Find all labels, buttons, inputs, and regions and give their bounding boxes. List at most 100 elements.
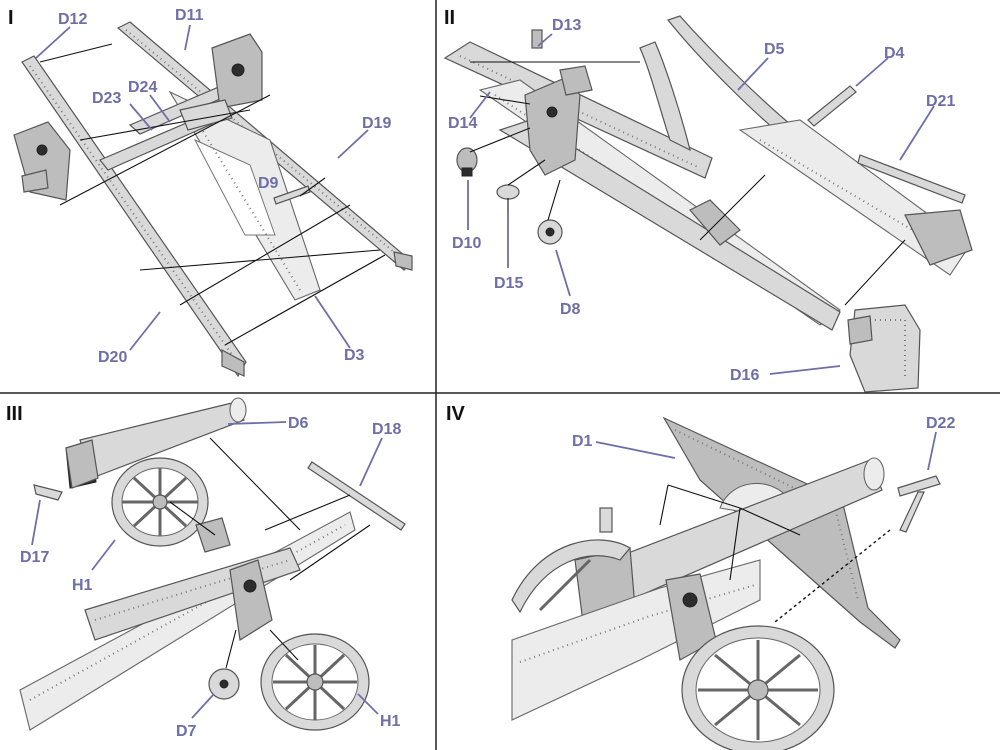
part-d22 <box>897 475 941 497</box>
guide-line <box>169 501 216 536</box>
label-d7: D7 <box>176 723 197 740</box>
part-d13 <box>531 29 543 49</box>
label-d8: D8 <box>560 301 581 318</box>
leader-d12 <box>35 26 71 59</box>
guide-line <box>209 437 301 531</box>
leader-h1-upper <box>91 539 116 571</box>
guide-line <box>59 94 271 206</box>
label-d24: D24 <box>128 79 157 96</box>
leader-d14 <box>469 91 491 119</box>
leader-d3 <box>314 295 351 349</box>
rod-d18 <box>307 461 406 531</box>
part-d17 <box>33 484 63 501</box>
label-d14: D14 <box>448 115 477 132</box>
wheel-right <box>681 625 835 750</box>
handwheel-d7 <box>208 668 240 700</box>
leader-d13 <box>537 33 553 47</box>
label-d12: D12 <box>58 11 87 28</box>
guide-line <box>225 629 237 669</box>
leader-d20 <box>129 311 161 351</box>
label-d6: D6 <box>288 415 309 432</box>
label-d15: D15 <box>494 275 523 292</box>
guide-line <box>79 109 251 141</box>
panel-2: II <box>443 7 973 393</box>
label-d5: D5 <box>764 41 785 58</box>
leader-d7 <box>191 693 215 719</box>
leader-d23 <box>129 103 153 131</box>
leader-d4 <box>855 57 889 87</box>
guide-line <box>139 249 381 271</box>
label-d21: D21 <box>926 93 955 110</box>
wheel-left <box>511 539 631 614</box>
leader-d24 <box>149 94 171 123</box>
part-d9 <box>273 185 311 205</box>
leader-h1-lower <box>357 693 379 715</box>
leader-d5 <box>737 57 769 91</box>
leader-d11 <box>184 24 191 51</box>
spade-d16 <box>847 304 921 393</box>
leader-d19 <box>337 129 369 159</box>
guide-line <box>224 254 386 346</box>
label-d3: D3 <box>344 347 365 364</box>
guide-line <box>547 179 561 221</box>
part-d22-stem <box>899 491 925 533</box>
label-d18: D18 <box>372 421 401 438</box>
guide-line <box>729 507 741 581</box>
guide-line <box>659 484 669 526</box>
guide-line <box>479 95 531 105</box>
guide-line <box>264 494 351 531</box>
carriage-assembly <box>19 511 356 731</box>
leader-d1 <box>595 441 676 459</box>
label-d17: D17 <box>20 549 49 566</box>
handwheel-d10 <box>456 147 478 177</box>
rod-d21 <box>857 154 966 204</box>
guide-line <box>469 127 531 153</box>
label-h1-lower: H1 <box>380 713 401 730</box>
label-d20: D20 <box>98 349 127 366</box>
panel-1: I <box>8 7 413 378</box>
guide-line-dashed <box>774 529 891 623</box>
guide-line <box>739 507 801 536</box>
rod-d4 <box>807 85 857 127</box>
carriage-body <box>511 559 761 721</box>
guide-line <box>667 484 741 509</box>
guide-line <box>179 204 351 306</box>
disc-d15 <box>496 184 520 212</box>
label-d23: D23 <box>92 90 121 107</box>
wheel-h1-lower <box>260 633 370 731</box>
elevation-bracket-left <box>13 121 71 201</box>
label-d11: D11 <box>175 7 204 24</box>
trail-assembly <box>443 41 841 331</box>
leader-d17 <box>31 499 41 546</box>
trail-base-plate <box>738 119 973 276</box>
guide-line <box>507 159 546 186</box>
guide-line <box>39 43 113 63</box>
trunnion-bracket-right <box>179 33 263 131</box>
guide-line <box>269 629 299 661</box>
label-d16: D16 <box>730 367 759 384</box>
label-d10: D10 <box>452 235 481 252</box>
label-d19: D19 <box>362 115 391 132</box>
panel-1-step-number: I <box>8 7 14 29</box>
guide-line <box>289 524 371 581</box>
panel-2-step-number: II <box>444 7 455 29</box>
leader-d22 <box>927 431 937 471</box>
panel-4: IV <box>446 403 955 750</box>
panel-4-step-number: IV <box>446 403 466 425</box>
label-d9: D9 <box>258 175 279 192</box>
wheel-h1-upper <box>111 457 209 547</box>
label-d1: D1 <box>572 433 593 450</box>
barrel-d6 <box>65 397 247 489</box>
leader-d6 <box>227 421 287 425</box>
small-wheel-d8 <box>537 219 563 245</box>
guide-line <box>699 174 766 241</box>
leader-d8 <box>555 249 571 297</box>
panel-3: III <box>6 397 406 740</box>
label-d13: D13 <box>552 17 581 34</box>
panel-3-step-number: III <box>6 403 23 425</box>
trail-bottom-plate <box>168 90 321 301</box>
label-d22: D22 <box>926 415 955 432</box>
guide-line <box>299 177 326 197</box>
label-d4: D4 <box>884 45 905 62</box>
